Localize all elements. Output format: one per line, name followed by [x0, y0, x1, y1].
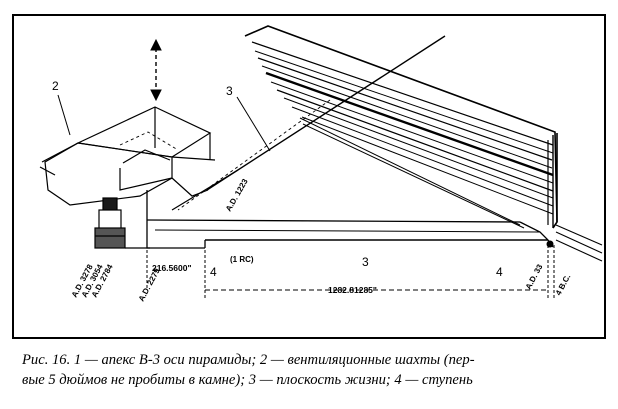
- gallery-masonry: [244, 25, 558, 229]
- gallery-slab-line: [251, 41, 554, 146]
- gallery-floor-edge: [302, 123, 525, 229]
- dimensions: [146, 240, 555, 300]
- gallery-outline: [244, 25, 558, 229]
- niche-base: [94, 227, 126, 249]
- shaft-line: [39, 166, 56, 176]
- hpassage-top: [146, 219, 521, 223]
- hpassage-mid: [154, 229, 541, 233]
- label-part-3-lower: 3: [362, 255, 369, 269]
- apex-arrow-up-icon: [150, 38, 162, 51]
- hpassage-left-wall: [146, 190, 205, 249]
- passage-upper-line: [206, 35, 446, 191]
- gallery-slab-line: [265, 71, 554, 177]
- niche-block: [94, 197, 126, 249]
- label-part-2: 2: [52, 79, 59, 93]
- label-3-leader: [236, 96, 271, 152]
- chamber-connection: [171, 177, 209, 197]
- gallery-slab-line: [261, 65, 553, 169]
- gallery-slab-line: [257, 57, 553, 161]
- chamber-dashes: [119, 131, 179, 151]
- label-part-3-upper: 3: [226, 84, 233, 98]
- apex-axis: [150, 38, 162, 102]
- horizontal-passage: [125, 190, 603, 262]
- exit-line: [555, 224, 603, 246]
- chamber-top: [75, 106, 212, 158]
- ventilation-chamber: [39, 94, 216, 206]
- label-bc-right: 4 B.C.: [554, 273, 573, 297]
- junction-marker: [546, 240, 554, 248]
- passage-lower-line: [171, 169, 239, 211]
- label-2-leader: [57, 94, 71, 136]
- label-ad-1223: A.D. 1223: [224, 177, 250, 213]
- gallery-floor-edge: [299, 117, 521, 226]
- caption-line-2: вые 5 дюймов не пробиты в камне); 3 — пл…: [22, 372, 473, 388]
- figure-frame: [12, 14, 606, 339]
- apex-arrow-down-icon: [150, 89, 162, 102]
- gallery-slab-line: [270, 81, 554, 184]
- chamber-front: [44, 142, 173, 206]
- caption-line-1: Рис. 16. 1 — апекс В-3 оси пирамиды; 2 —…: [22, 352, 475, 368]
- chamber-edge: [171, 156, 216, 161]
- dim-small-label: 216.5600": [152, 263, 191, 273]
- label-ad-right: A.D. 33: [524, 262, 545, 291]
- label-part-4-left: 4: [210, 265, 217, 279]
- shaft-line: [41, 142, 79, 163]
- gallery-slab-line: [301, 116, 554, 215]
- passage-dashed-axis: [177, 99, 331, 211]
- niche-mid: [98, 209, 122, 231]
- exit-line: [555, 231, 603, 254]
- exit-line: [555, 239, 603, 262]
- dim-large-label: 1282.81285": [328, 285, 377, 295]
- chamber-inner-edge: [122, 149, 171, 164]
- gallery-slab-line: [291, 106, 554, 207]
- gallery-slab-line: [283, 97, 554, 199]
- chamber-side: [119, 168, 173, 191]
- gallery-slab-line: [254, 50, 554, 154]
- label-rc: (1 RC): [230, 255, 254, 264]
- label-ad-2279: A.D. 2279: [137, 266, 162, 303]
- gallery-slab-line: [276, 89, 554, 192]
- figure-caption: Рис. 16. 1 — апекс В-3 оси пирамиды; 2 —…: [22, 350, 607, 390]
- label-part-4-right: 4: [496, 265, 503, 279]
